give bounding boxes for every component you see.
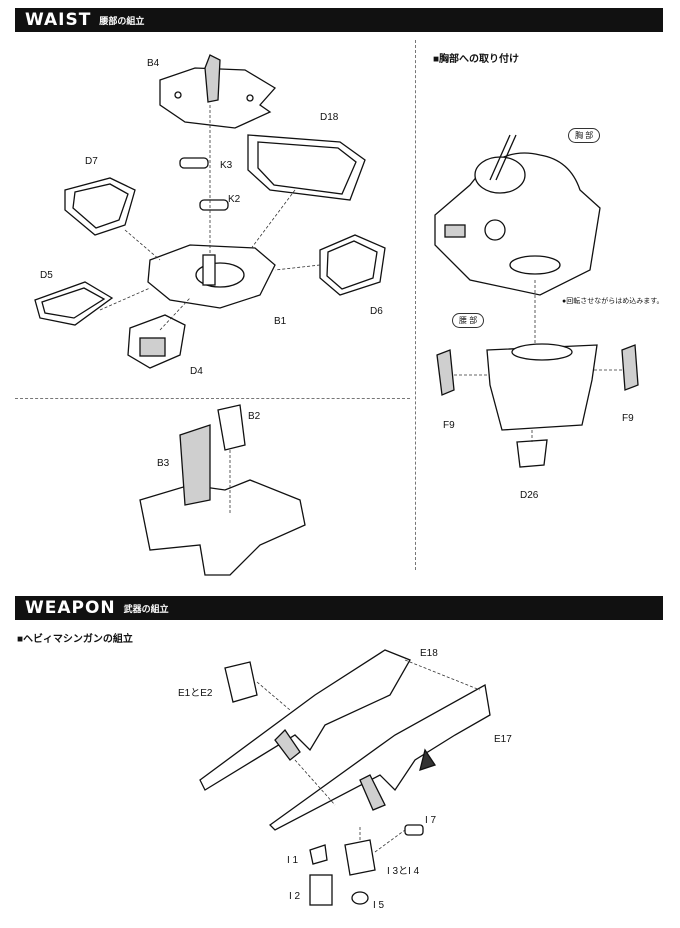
waist-callout: 腰 部 (452, 313, 485, 328)
label-k3: K3 (220, 160, 233, 171)
label-b3: B3 (157, 458, 170, 469)
part-d26 (516, 439, 548, 468)
label-f9-right: F9 (622, 413, 634, 424)
label-d26: D26 (520, 490, 539, 501)
label-i3-i4: I 3とI 4 (387, 866, 420, 877)
heavy-machinegun-diagram (199, 649, 491, 906)
waist-column-divider (415, 40, 416, 570)
waist-part-diagram (436, 343, 639, 468)
part-e18 (199, 649, 411, 791)
part-waist-block (486, 343, 598, 431)
part-d6 (319, 234, 386, 296)
label-d18: D18 (320, 112, 339, 123)
part-f9-right (621, 344, 639, 391)
label-e1-e2: E1とE2 (178, 688, 213, 699)
label-i2: I 2 (289, 891, 301, 902)
label-i7: I 7 (425, 815, 437, 826)
part-i3-i4 (344, 839, 376, 876)
label-k2: K2 (228, 194, 241, 205)
part-f9-left (436, 349, 455, 396)
part-b1 (147, 244, 276, 309)
part-i5 (351, 891, 369, 905)
part-b2 (217, 404, 246, 451)
waist-title: WAIST (25, 10, 92, 30)
label-e17: E17 (494, 734, 512, 745)
label-i1: I 1 (287, 855, 299, 866)
part-d18 (247, 134, 366, 201)
waist-subassembly-diagram (139, 404, 306, 576)
chest-attach-heading: ■胸部への取り付け (433, 54, 520, 65)
label-f9-left: F9 (443, 420, 455, 431)
part-k3 (179, 157, 209, 169)
rotate-note: ●回転させながらはめ込みます。 (562, 298, 664, 305)
label-b4: B4 (147, 58, 160, 69)
label-b2: B2 (248, 411, 261, 422)
waist-row-divider (15, 398, 410, 399)
part-d5 (34, 281, 114, 326)
weapon-section-header: WEAPON 武器の組立 (15, 596, 663, 620)
part-chest (434, 152, 601, 296)
label-e18: E18 (420, 648, 438, 659)
part-e1-e2 (224, 661, 258, 703)
part-i2 (309, 874, 333, 906)
part-d4 (127, 314, 186, 369)
label-i5: I 5 (373, 900, 385, 911)
chest-part-diagram (434, 134, 601, 345)
weapon-subtitle: 武器の組立 (123, 603, 169, 614)
label-d5: D5 (40, 270, 53, 281)
part-d7 (64, 177, 136, 236)
waist-subtitle: 腰部の組立 (99, 15, 145, 26)
label-d6: D6 (370, 306, 383, 317)
part-i7 (404, 824, 424, 836)
chest-callout: 胸 部 (568, 128, 601, 143)
label-b1: B1 (274, 316, 287, 327)
part-k2 (199, 199, 229, 211)
heavy-machinegun-heading: ■ヘビィマシンガンの組立 (17, 634, 133, 645)
part-b4 (159, 54, 277, 129)
label-d7: D7 (85, 156, 98, 167)
waist-exploded-diagram (34, 54, 386, 369)
weapon-title: WEAPON (25, 598, 116, 618)
label-d4: D4 (190, 366, 203, 377)
part-b3 (139, 424, 306, 576)
part-i1 (309, 844, 328, 865)
waist-section-header: WAIST 腰部の組立 (15, 8, 663, 32)
